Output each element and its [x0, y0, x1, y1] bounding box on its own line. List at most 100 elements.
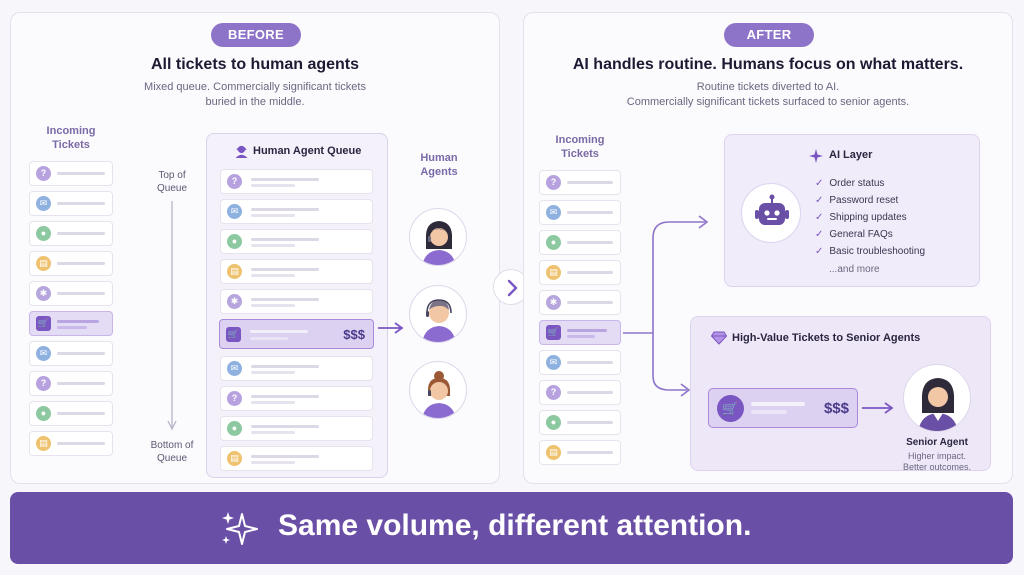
before-title: All tickets to human agents: [150, 56, 360, 73]
user-icon: ●: [36, 406, 51, 421]
incoming-ticket: ✱: [29, 281, 113, 306]
before-incoming-label-1: Incoming: [46, 125, 96, 137]
bug-icon: ✱: [227, 294, 242, 309]
queue-ticket: ?: [220, 386, 373, 411]
incoming-ticket-highlight: 🛒: [539, 320, 621, 345]
check-icon: ✓: [815, 195, 824, 206]
high-value-ticket: 🛒 $$$: [708, 388, 858, 428]
user-icon: ●: [36, 226, 51, 241]
queue-title: Human Agent Queue: [253, 145, 362, 157]
queue-ticket: ▤: [220, 446, 373, 471]
incoming-ticket: ?: [539, 170, 621, 195]
user-icon: ●: [546, 415, 561, 430]
ai-item: ✓Password reset: [815, 195, 898, 206]
incoming-ticket: ?: [539, 380, 621, 405]
queue-ticket-high-value: 🛒 $$$: [219, 319, 374, 349]
ai-item-label: Order status: [829, 178, 885, 189]
queue-ticket: ?: [220, 169, 373, 194]
document-icon: ▤: [546, 445, 561, 460]
after-incoming-label-2: Tickets: [561, 148, 599, 160]
ai-layer-title: AI Layer: [829, 149, 873, 161]
top-of-queue-label: Top of Queue: [146, 169, 198, 195]
queue-ticket: ✉: [220, 199, 373, 224]
top-label-1: Top of: [158, 170, 186, 181]
mail-icon: ✉: [546, 205, 561, 220]
after-subtitle-2: Commercially significant tickets surface…: [626, 96, 910, 108]
bottom-banner: Same volume, different attention.: [10, 492, 1013, 564]
top-label-2: Queue: [156, 183, 188, 194]
incoming-ticket: ✉: [539, 200, 621, 225]
ai-item: ✓Basic troubleshooting: [815, 246, 925, 257]
queue-ticket: ●: [220, 229, 373, 254]
value-label: $$$: [343, 327, 365, 342]
high-value-title: High-Value Tickets to Senior Agents: [732, 332, 921, 344]
cart-icon: 🛒: [36, 316, 51, 331]
queue-ticket: ●: [220, 416, 373, 441]
human-agent-queue: Human Agent Queue ? ✉ ● ▤ ✱ 🛒 $$$ ✉ ? ● …: [206, 133, 388, 478]
before-subtitle-2: buried in the middle.: [205, 96, 305, 108]
ai-item: ✓General FAQs: [815, 229, 893, 240]
question-icon: ?: [546, 175, 561, 190]
question-icon: ?: [227, 174, 242, 189]
after-incoming-label-1: Incoming: [555, 134, 605, 146]
banner-text: Same volume, different attention.: [278, 509, 752, 542]
document-icon: ▤: [546, 265, 561, 280]
incoming-ticket: ✉: [539, 350, 621, 375]
ai-item-label: General FAQs: [829, 229, 893, 240]
queue-ticket: ▤: [220, 259, 373, 284]
to-senior-agent-arrow: [862, 402, 894, 414]
human-agent-avatar: [409, 208, 467, 266]
after-subtitle-1: Routine tickets diverted to AI.: [696, 81, 840, 93]
check-icon: ✓: [815, 178, 824, 189]
incoming-ticket: ●: [29, 401, 113, 426]
incoming-ticket: ?: [29, 371, 113, 396]
bell-icon: ✱: [546, 295, 561, 310]
incoming-ticket: ▤: [29, 431, 113, 456]
ai-layer-box: AI Layer ✓ Order status ✓Password reset ✓…: [724, 134, 980, 287]
question-icon: ?: [227, 391, 242, 406]
incoming-ticket: ▤: [539, 260, 621, 285]
queue-direction-arrow: [167, 201, 177, 431]
incoming-ticket: ●: [539, 230, 621, 255]
incoming-ticket: ✉: [29, 191, 113, 216]
document-icon: ▤: [227, 451, 242, 466]
incoming-ticket: ?: [29, 161, 113, 186]
value-label: $$$: [823, 400, 849, 417]
before-incoming-label: Incoming Tickets: [31, 124, 111, 152]
question-icon: ?: [36, 376, 51, 391]
ai-item: ✓ Order status: [815, 178, 884, 189]
cart-icon: 🛒: [717, 395, 744, 422]
agents-label-1: Human: [420, 152, 458, 164]
ai-more: ...and more: [829, 264, 880, 275]
incoming-ticket: ▤: [539, 440, 621, 465]
bottom-label-1: Bottom of: [150, 440, 194, 451]
document-icon: ▤: [36, 436, 51, 451]
sparkle-icon: [809, 149, 823, 163]
user-icon: ●: [546, 235, 561, 250]
after-pill: AFTER: [724, 23, 814, 47]
before-incoming-label-2: Tickets: [52, 139, 90, 151]
incoming-ticket: ▤: [29, 251, 113, 276]
after-panel: AFTER AI handles routine. Humans focus o…: [523, 12, 1013, 484]
before-subtitle-1: Mixed queue. Commercially significant ti…: [144, 81, 366, 93]
diamond-icon: [711, 331, 727, 345]
user-icon: ●: [227, 421, 242, 436]
before-pill: BEFORE: [211, 23, 301, 47]
document-icon: ▤: [36, 256, 51, 271]
bug-icon: ✱: [36, 286, 51, 301]
bottom-of-queue-label: Bottom of Queue: [142, 439, 202, 465]
chevron-right-icon: [507, 279, 518, 297]
after-title: AI handles routine. Humans focus on what…: [572, 56, 964, 73]
user-icon: ●: [227, 234, 242, 249]
document-icon: ▤: [227, 264, 242, 279]
bottom-label-2: Queue: [156, 453, 188, 464]
ai-item-label: Basic troubleshooting: [829, 246, 926, 257]
high-value-box: High-Value Tickets to Senior Agents 🛒 $$…: [690, 316, 991, 472]
cart-icon: 🛒: [546, 325, 561, 340]
mail-icon: ✉: [36, 346, 51, 361]
ai-item-label: Shipping updates: [829, 212, 907, 223]
sparkles-icon: [222, 512, 258, 545]
incoming-ticket: ✉: [29, 341, 113, 366]
routing-arrows: [623, 215, 709, 397]
